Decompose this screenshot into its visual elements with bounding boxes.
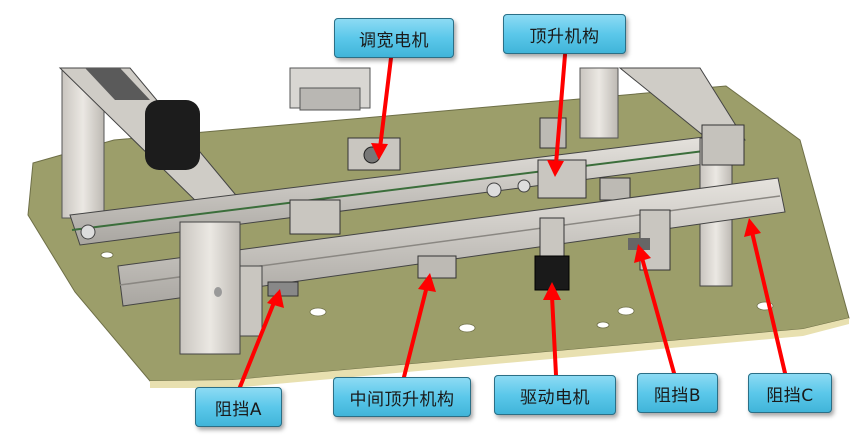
pointer-arrows	[238, 53, 787, 389]
label-stop-b: 阻挡B	[637, 373, 718, 413]
arrowhead-lifting-mechanism	[547, 160, 564, 177]
arrow-stop-c	[750, 230, 787, 375]
arrow-stop-b	[640, 256, 676, 375]
label-drive-motor: 驱动电机	[494, 375, 616, 415]
label-stop-c: 阻挡C	[748, 373, 832, 413]
arrow-width-motor	[378, 56, 393, 150]
arrow-lifting-mechanism	[554, 53, 567, 166]
arrowhead-width-motor	[371, 143, 388, 160]
label-stop-a: 阻挡A	[195, 387, 282, 427]
front-left-post	[179, 221, 263, 355]
arrowhead-stop-c	[744, 218, 761, 237]
arrow-stop-a	[238, 298, 277, 389]
arrowhead-stop-a	[267, 289, 284, 308]
arrow-middle-lift	[402, 284, 429, 379]
label-lifting-mechanism: 顶升机构	[503, 14, 626, 54]
label-width-motor: 调宽电机	[334, 18, 454, 58]
arrowhead-drive-motor	[543, 282, 561, 300]
label-middle-lifting-mechanism: 中间顶升机构	[333, 377, 471, 417]
arrow-drive-motor	[550, 294, 558, 377]
callout-backgrounds	[195, 14, 832, 427]
arrowhead-middle-lift	[418, 273, 436, 292]
arrowhead-stop-b	[634, 244, 651, 263]
